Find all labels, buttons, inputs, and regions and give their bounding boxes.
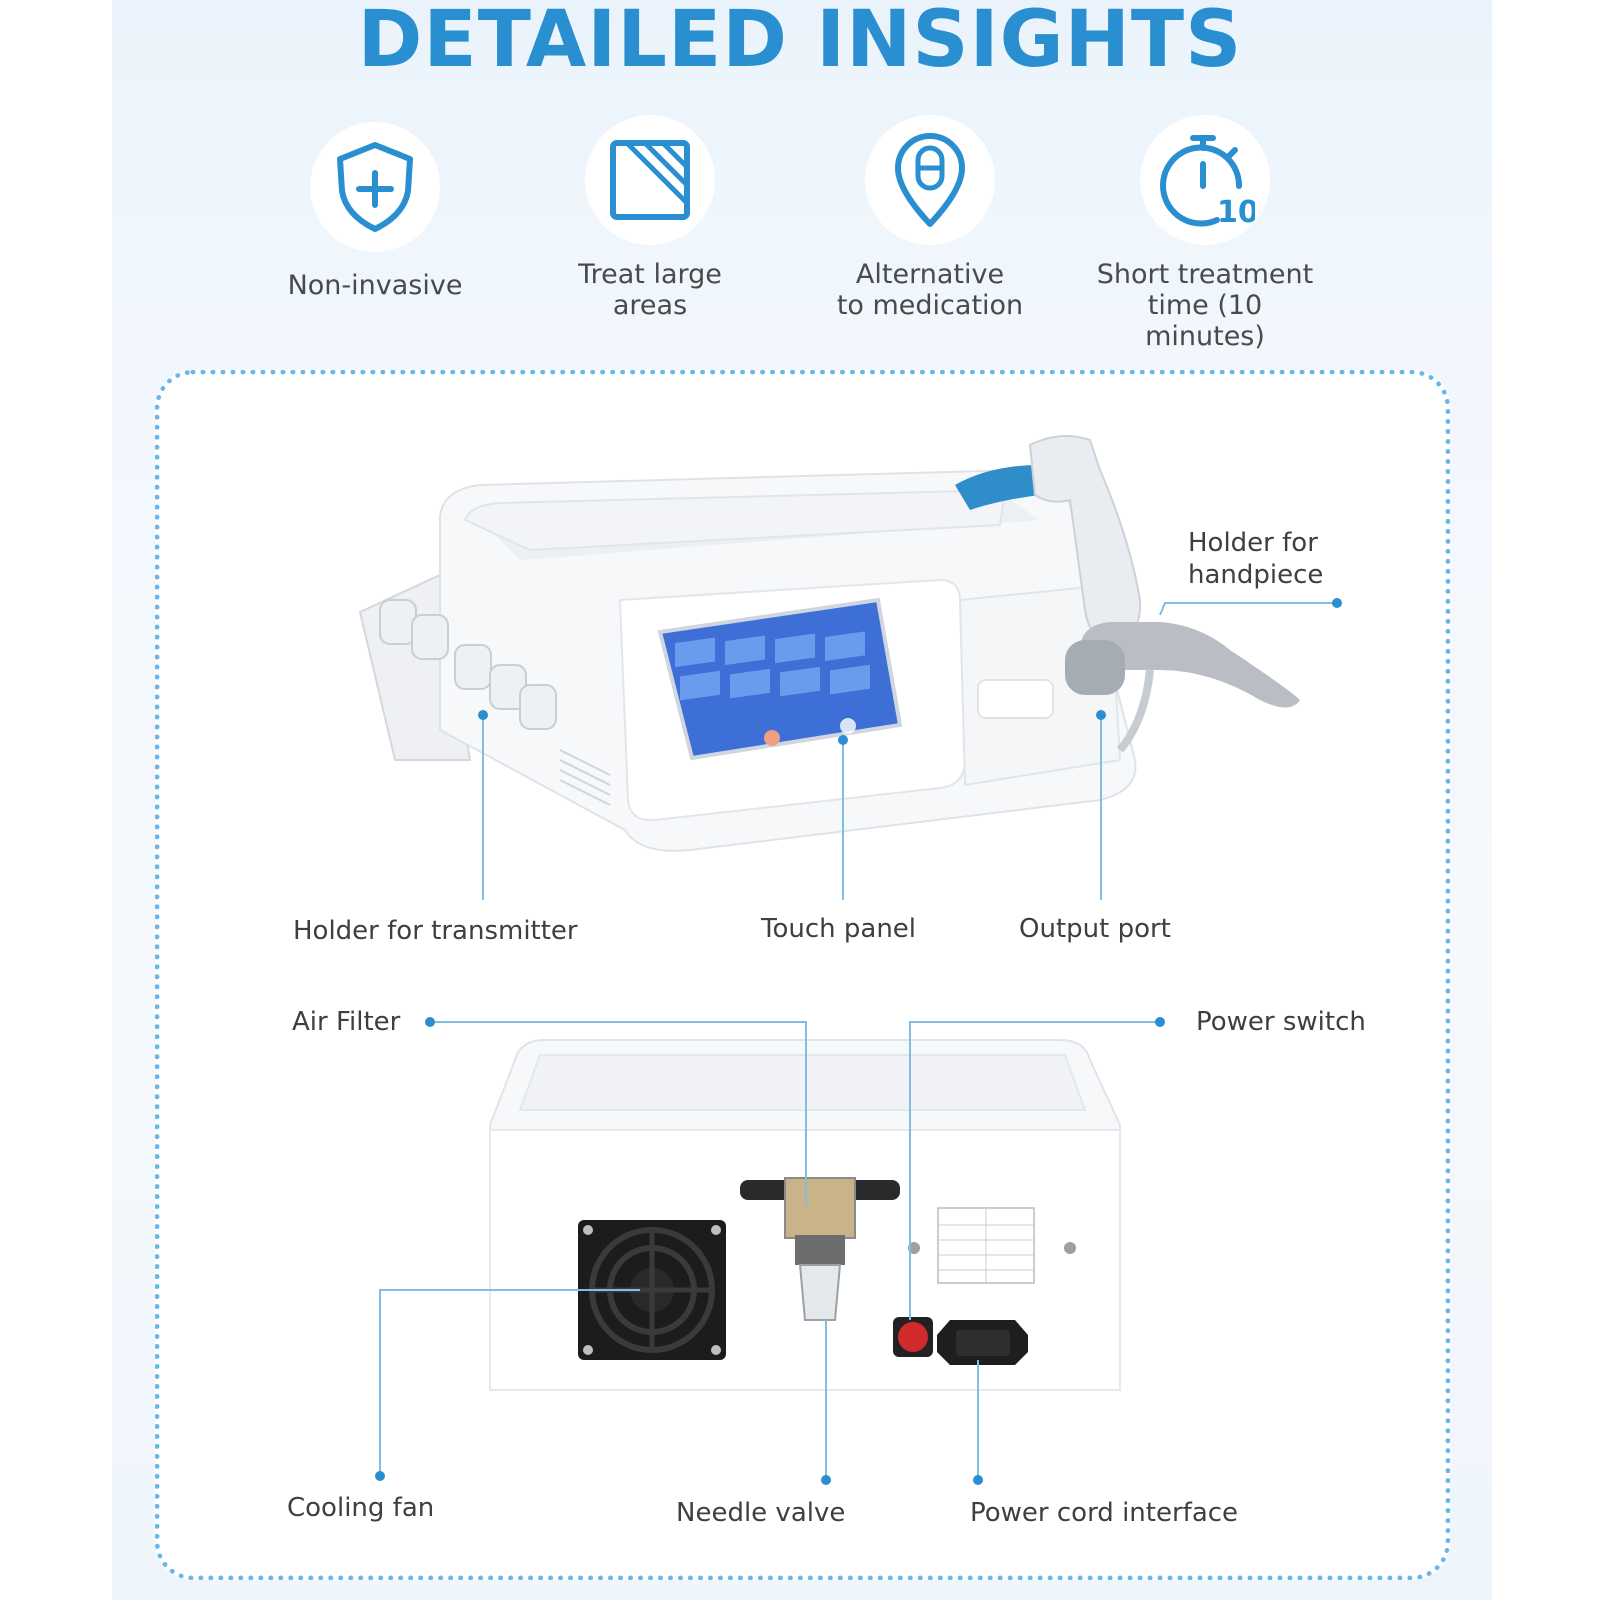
shield-plus-icon (337, 142, 413, 232)
page-title: DETAILED INSIGHTS (357, 0, 1243, 85)
feature-label: Alternative to medication (810, 259, 1050, 321)
feature-treat-large-areas: Treat large areas (530, 115, 770, 321)
stopwatch-number: 10 (1217, 195, 1255, 230)
feature-alternative-to-medication: Alternative to medication (810, 115, 1050, 321)
front-device (358, 435, 1300, 852)
feature-label: Treat large areas (530, 259, 770, 321)
callout-needle-valve: Needle valve (676, 1498, 846, 1528)
feature-icon-circle (310, 122, 440, 252)
callout-touch-panel: Touch panel (761, 914, 917, 944)
callout-holder-for-transmitter: Holder for transmitter (293, 916, 578, 946)
feature-label-line1: Non-invasive (287, 270, 463, 301)
feature-icon-circle: 10 (1140, 115, 1270, 245)
feature-icon-circle (585, 115, 715, 245)
capsule-pin-icon (895, 133, 965, 227)
feature-short-treatment-time: 10 Short treatment time (10 minutes) (1085, 115, 1325, 352)
feature-label-line1: Treat large (578, 259, 722, 290)
callout-line2: handpiece (1188, 560, 1324, 590)
large-area-square-icon (610, 140, 690, 220)
leader-dots (375, 598, 1342, 1485)
feature-label: Short treatment time (10 minutes) (1085, 259, 1325, 352)
callout-holder-for-handpiece: Holder for handpiece (1188, 527, 1348, 591)
callout-cooling-fan: Cooling fan (287, 1493, 435, 1523)
callout-power-switch: Power switch (1196, 1007, 1366, 1037)
stopwatch-10-icon: 10 (1160, 135, 1255, 230)
feature-icon-circle (865, 115, 995, 245)
feature-non-invasive: Non-invasive (255, 122, 495, 301)
leader-lines (379, 602, 1337, 1480)
callout-output-port: Output port (1019, 914, 1171, 944)
feature-label-line1: Alternative (855, 259, 1005, 290)
feature-label-line2: time (10 minutes) (1145, 290, 1265, 352)
callout-air-filter: Air Filter (292, 1007, 401, 1037)
feature-label-line1: Short treatment (1096, 259, 1314, 290)
feature-label: Non-invasive (255, 270, 495, 301)
callout-power-cord-interface: Power cord interface (970, 1498, 1239, 1528)
callout-line1: Holder for (1188, 528, 1318, 558)
feature-label-line2: areas (612, 290, 688, 321)
feature-label-line2: to medication (836, 290, 1024, 321)
